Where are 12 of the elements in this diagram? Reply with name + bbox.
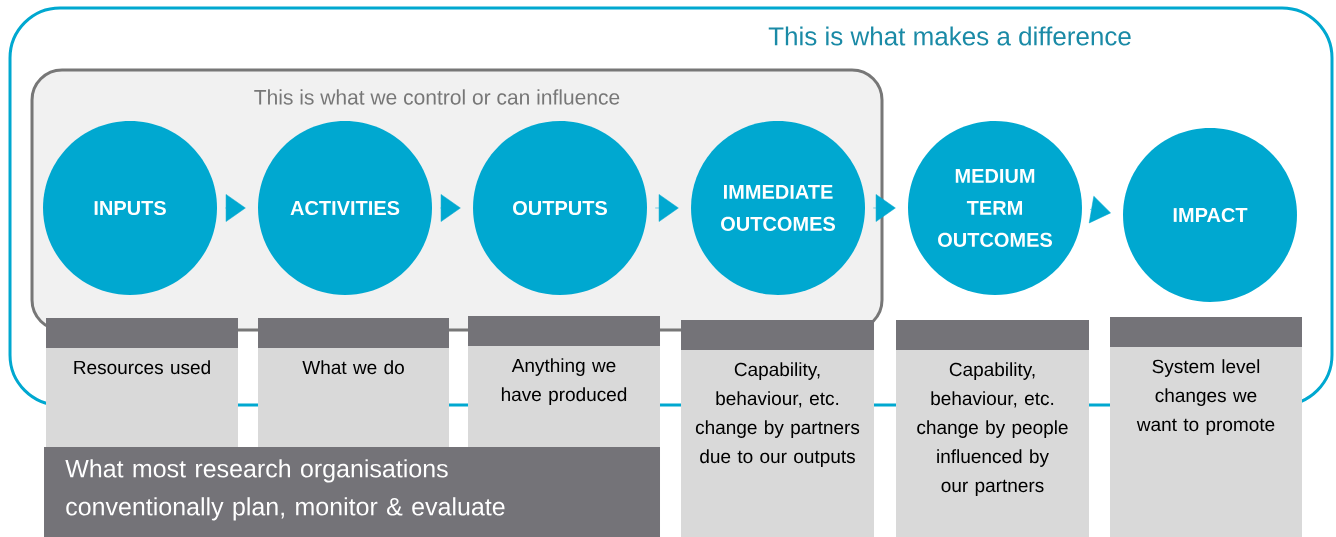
description-card: What we do: [258, 318, 449, 447]
description-card: Anything we have produced: [468, 316, 660, 447]
arrow: [439, 194, 461, 222]
arrow: [654, 194, 679, 222]
note-band: What most research organisations conventionally plan, monitor & evaluate: [44, 447, 660, 537]
description-card: Capability, behaviour, etc. change by partners due to our outputs: [681, 320, 874, 537]
description-card: Capability, behaviour, etc. change by people influenced by our partners: [896, 320, 1089, 537]
description-card: Resources used: [46, 318, 238, 447]
description-card: System level changes we want to promote: [1110, 317, 1302, 537]
arrow: [1088, 195, 1111, 224]
arrow: [872, 194, 896, 222]
arrow: [224, 194, 246, 222]
